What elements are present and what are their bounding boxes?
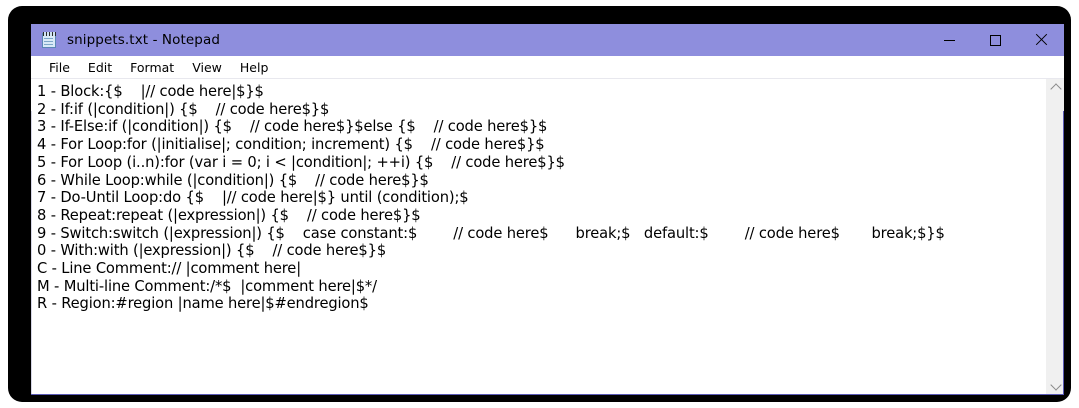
- caption-buttons: [926, 24, 1064, 56]
- chevron-up-icon: [1049, 82, 1062, 95]
- text-line: 6 - While Loop:while (|condition|) {$ //…: [37, 171, 429, 189]
- minimize-icon: [943, 39, 955, 41]
- text-line: 2 - If:if (|condition|) {$ // code here$…: [37, 100, 330, 118]
- scroll-down-button[interactable]: [1047, 377, 1064, 394]
- text-line: 3 - If-Else:if (|condition|) {$ // code …: [37, 118, 548, 136]
- menu-item-view[interactable]: View: [192, 59, 222, 75]
- text-line: 7 - Do-Until Loop:do {$ |// code here|$}…: [37, 189, 469, 207]
- chevron-down-icon: [1049, 378, 1062, 391]
- vertical-scrollbar[interactable]: [1046, 79, 1064, 394]
- menu-item-edit[interactable]: Edit: [87, 59, 113, 75]
- text-line: M - Multi-line Comment:/*$ |comment here…: [37, 277, 377, 295]
- window-left-edge: [31, 111, 32, 394]
- menu-item-help[interactable]: Help: [239, 59, 269, 75]
- notepad-icon: [41, 31, 58, 49]
- editor-body: 1 - Block:{$ |// code here|$}$ 2 - If:if…: [31, 79, 1064, 395]
- text-editor[interactable]: 1 - Block:{$ |// code here|$}$ 2 - If:if…: [31, 79, 1046, 394]
- text-line: 4 - For Loop:for (|initialise|; conditio…: [37, 136, 545, 154]
- scroll-up-button[interactable]: [1047, 79, 1064, 96]
- text-line: 8 - Repeat:repeat (|expression|) {$ // c…: [37, 206, 421, 224]
- menu-bar: File Edit Format View Help: [31, 56, 1064, 79]
- close-icon: [1035, 34, 1047, 46]
- text-line: C - Line Comment:// |comment here|: [37, 260, 301, 278]
- text-line: 5 - For Loop (i..n):for (var i = 0; i < …: [37, 153, 565, 171]
- window-title: snippets.txt - Notepad: [67, 32, 221, 48]
- text-line: 0 - With:with (|expression|) {$ // code …: [37, 242, 387, 260]
- close-button[interactable]: [1018, 24, 1064, 56]
- window-right-edge: [1063, 111, 1064, 394]
- title-bar[interactable]: snippets.txt - Notepad: [31, 24, 1064, 56]
- text-line: 9 - Switch:switch (|expression|) {$ case…: [37, 224, 945, 242]
- maximize-button[interactable]: [972, 24, 1018, 56]
- text-line: R - Region:#region |name here|$#endregio…: [37, 295, 369, 313]
- notepad-window: snippets.txt - Notepad File Edit Format …: [31, 24, 1064, 395]
- text-line: 1 - Block:{$ |// code here|$}$: [37, 83, 264, 100]
- menu-item-file[interactable]: File: [49, 59, 70, 75]
- menu-item-format[interactable]: Format: [130, 59, 175, 75]
- scrollbar-track[interactable]: [1047, 96, 1064, 377]
- screenshot-frame: snippets.txt - Notepad File Edit Format …: [8, 6, 1071, 402]
- minimize-button[interactable]: [926, 24, 972, 56]
- maximize-icon: [989, 34, 1001, 46]
